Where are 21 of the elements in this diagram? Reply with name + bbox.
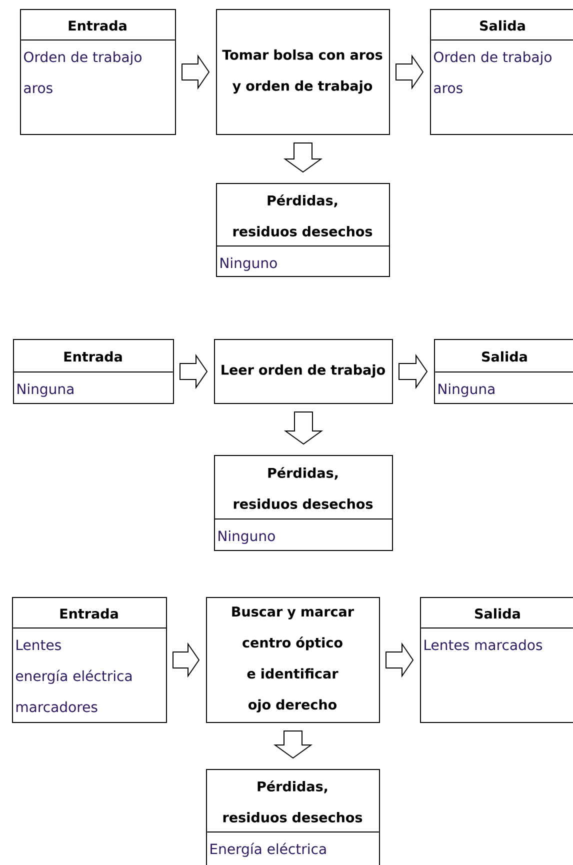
block-arrow <box>182 54 210 90</box>
process-box: Entrada Lentes energía eléctrica marcadores <box>12 597 167 723</box>
process-box: Entrada Ninguna <box>12 339 174 404</box>
process-box: Salida Ninguna <box>434 339 573 404</box>
process-box: Leer orden de trabajo <box>214 339 393 404</box>
process-box: Entrada Orden de trabajo aros <box>20 9 176 135</box>
block-arrow <box>172 642 200 678</box>
process-box: Pérdidas, residuos desechos Ninguno <box>216 183 390 277</box>
block-arrow <box>398 354 428 390</box>
block-arrow <box>386 642 414 678</box>
block-arrow <box>284 412 324 445</box>
block-arrow <box>273 730 313 759</box>
process-box: Salida Orden de trabajo aros <box>430 9 573 135</box>
process-box: Salida Lentes marcados <box>420 597 573 723</box>
process-box: Pérdidas, residuos desechos Ninguno <box>214 455 393 551</box>
process-box: Buscar y marcar centro óptico e identificar ojo derecho <box>206 597 380 723</box>
block-arrow <box>396 54 424 90</box>
block-arrow <box>283 142 323 173</box>
process-box: Pérdidas, residuos desechos Energía eléctrica <box>206 769 380 865</box>
block-arrow <box>180 354 208 390</box>
process-box: Tomar bolsa con aros y orden de trabajo <box>216 9 390 135</box>
